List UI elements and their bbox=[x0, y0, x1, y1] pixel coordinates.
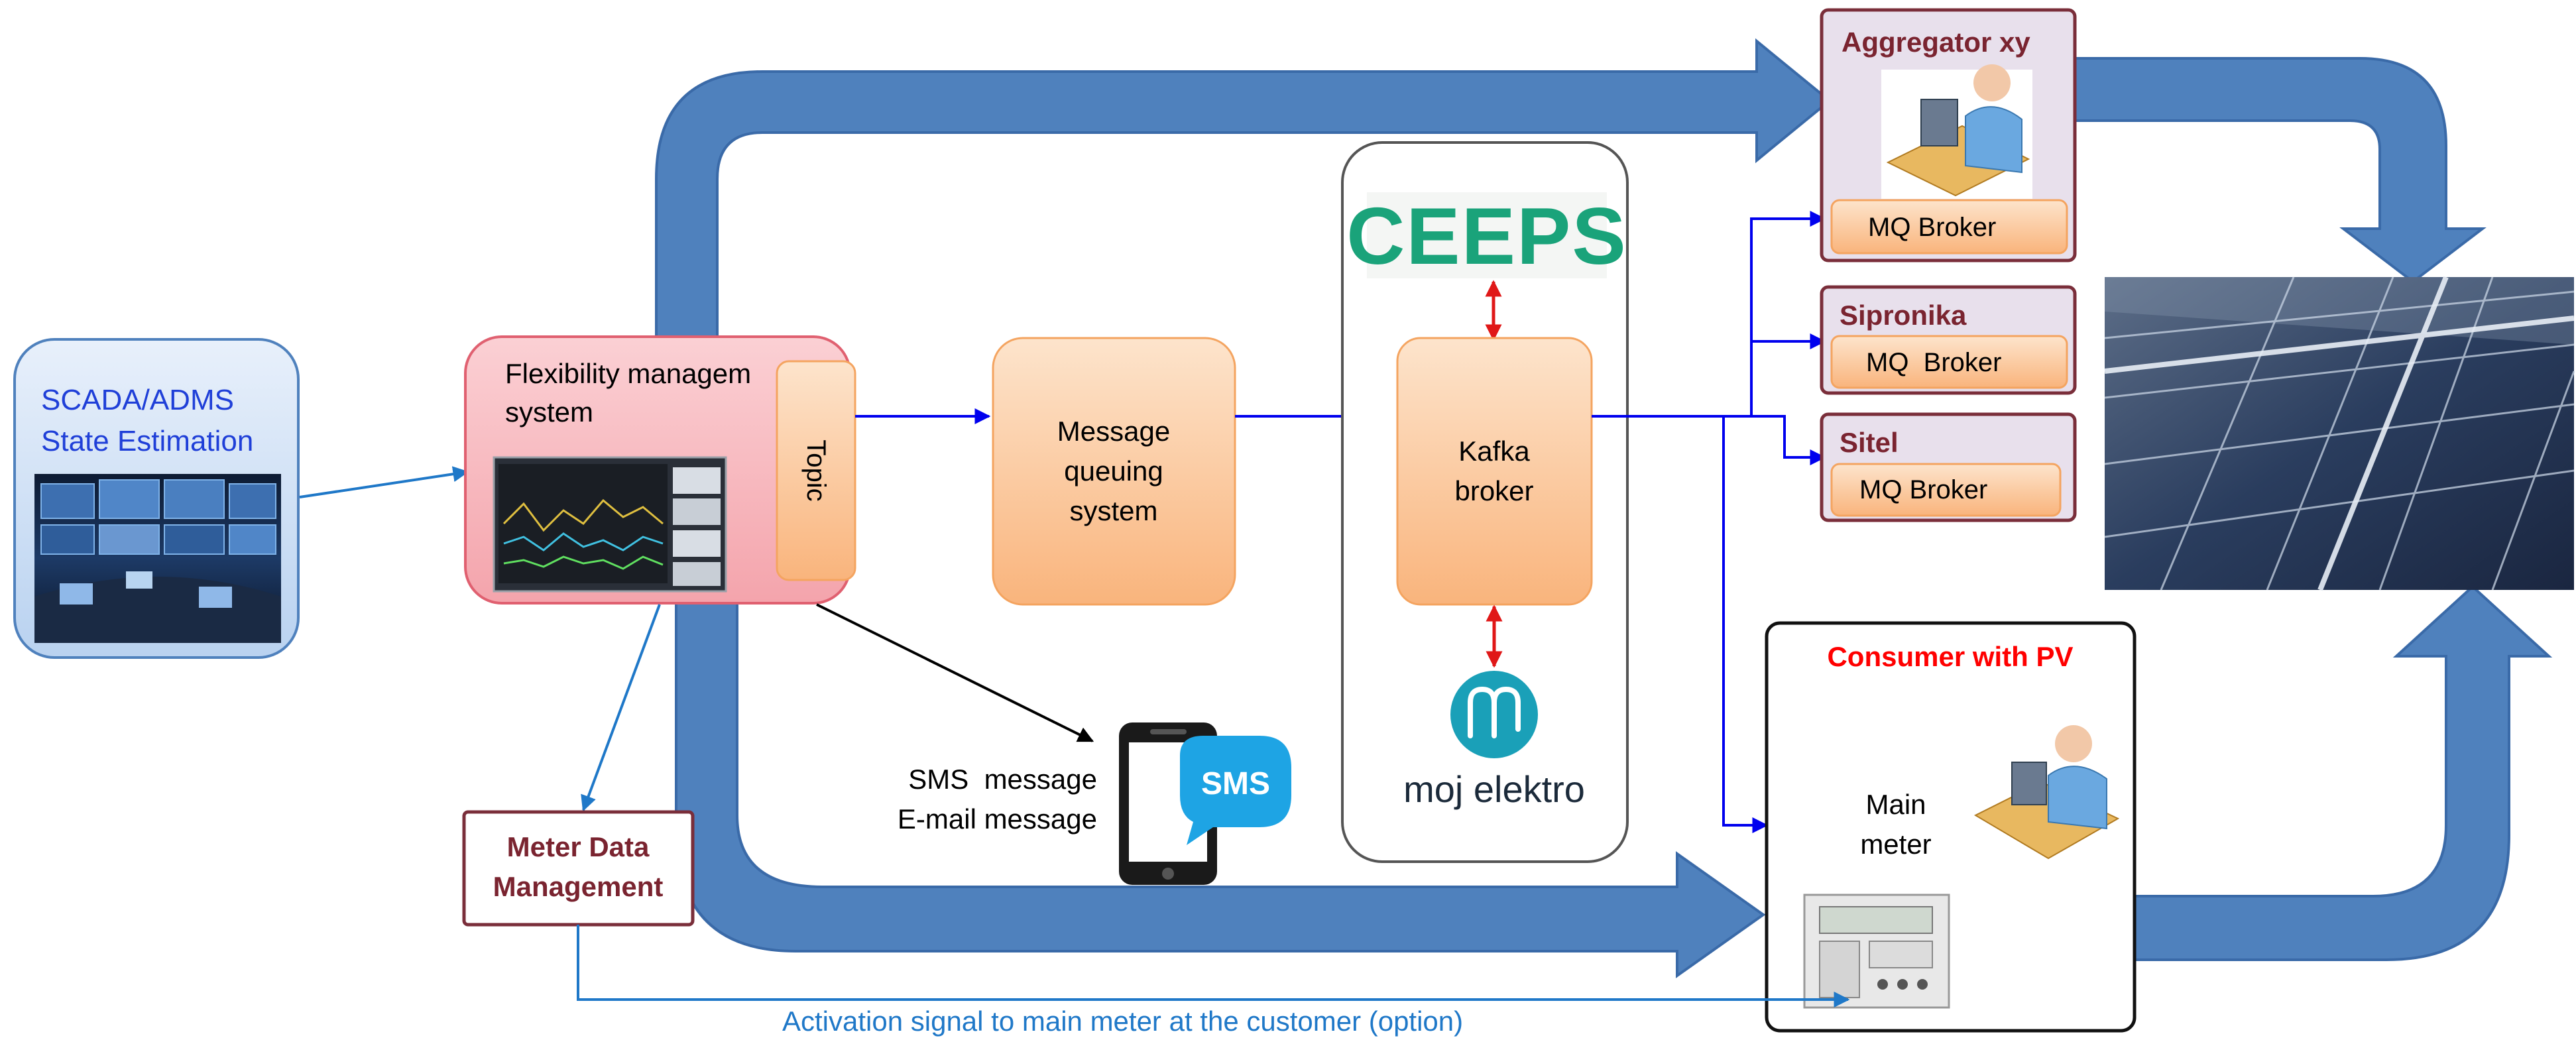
sitel-title: Sitel bbox=[1840, 427, 1899, 458]
main-meter-device bbox=[1803, 894, 1950, 1009]
aggregator-box: Aggregator xy MQ Broker bbox=[1820, 8, 2077, 262]
arrow-scada-to-flexibility bbox=[299, 466, 469, 498]
sipronika-broker bbox=[1830, 335, 2068, 389]
flexibility-screenshot bbox=[493, 456, 727, 593]
moj-elektro-logo: moj elektro bbox=[1403, 671, 1585, 810]
sitel-broker-label: MQ Broker bbox=[1859, 475, 1987, 504]
flexibility-label-line1: Flexibility managem bbox=[505, 358, 751, 389]
aggregator-user-icon bbox=[1881, 64, 2032, 199]
aggregator-title: Aggregator xy bbox=[1842, 27, 2030, 58]
kafka-fanout-connectors bbox=[1592, 211, 1826, 833]
topic-label: Topic bbox=[801, 439, 831, 501]
mq-label-line2: queuing bbox=[1064, 455, 1163, 487]
smartphone-sms-icon: SMS bbox=[1119, 722, 1291, 885]
meter-data-management-box: Meter Data Management bbox=[462, 810, 695, 927]
connector-to-sipronika bbox=[1750, 333, 1826, 416]
connector-to-sitel bbox=[1751, 415, 1826, 465]
activation-signal-line bbox=[577, 925, 1850, 1008]
kafka-label-line1: Kafka bbox=[1458, 435, 1530, 467]
flexibility-label-line2: system bbox=[505, 396, 593, 428]
scada-label-line2: State Estimation bbox=[41, 425, 253, 457]
consumer-box: Consumer with PV Main meter bbox=[1765, 621, 2137, 1033]
consumer-user-icon bbox=[1973, 725, 2120, 860]
consumer-title: Consumer with PV bbox=[1827, 641, 2073, 672]
sipronika-title: Sipronika bbox=[1840, 300, 1967, 331]
sipronika-broker-label: MQ Broker bbox=[1866, 348, 2001, 377]
pv-panels-image bbox=[2104, 276, 2575, 591]
consumer-meter-line1: Main bbox=[1865, 789, 1926, 820]
ceeps-logo-text: CEEPS bbox=[1346, 191, 1627, 281]
activation-signal-label: Activation signal to main meter at the c… bbox=[782, 1006, 1463, 1037]
sms-bubble-text: SMS bbox=[1201, 766, 1270, 801]
flow-arrow-aggregator-pv bbox=[2074, 57, 2487, 284]
sitel-box: Sitel MQ Broker bbox=[1820, 412, 2077, 522]
consumer-meter-line2: meter bbox=[1860, 829, 1931, 860]
connector-to-consumer bbox=[1722, 416, 1769, 833]
scada-box: SCADA/ADMS State Estimation bbox=[13, 338, 300, 659]
arrow-flexibility-to-sms bbox=[816, 603, 1094, 742]
flexibility-management-box: Flexibility managem system bbox=[464, 335, 851, 605]
mq-label-line1: Message bbox=[1057, 416, 1170, 447]
kafka-broker-box: Kafka broker bbox=[1396, 337, 1593, 606]
aggregator-broker bbox=[1830, 199, 2068, 255]
moj-elektro-text: moj elektro bbox=[1403, 768, 1585, 810]
ceeps-logo: CEEPS bbox=[1346, 191, 1627, 281]
aggregator-broker-label: MQ Broker bbox=[1868, 213, 1996, 242]
mdm-label-line2: Management bbox=[493, 871, 664, 902]
sipronika-box: Sipronika MQ Broker bbox=[1820, 285, 2077, 395]
kafka-label-line2: broker bbox=[1454, 475, 1533, 506]
sms-message-label: SMS message bbox=[908, 764, 1097, 795]
mq-label-line3: system bbox=[1069, 495, 1157, 526]
connector-to-aggregator bbox=[1750, 211, 1826, 416]
message-queuing-box: Message queuing system bbox=[992, 337, 1236, 606]
flow-arrow-consumer-pv bbox=[2133, 585, 2553, 961]
email-message-label: E-mail message bbox=[898, 803, 1097, 835]
arrow-flexibility-to-mdm bbox=[581, 604, 661, 812]
mdm-label-line1: Meter Data bbox=[507, 831, 650, 862]
control-room-image bbox=[34, 474, 281, 643]
flow-arrow-top bbox=[655, 38, 1832, 339]
scada-label-line1: SCADA/ADMS bbox=[41, 384, 234, 416]
sitel-broker bbox=[1830, 463, 2062, 517]
topic-box: Topic bbox=[776, 360, 856, 581]
